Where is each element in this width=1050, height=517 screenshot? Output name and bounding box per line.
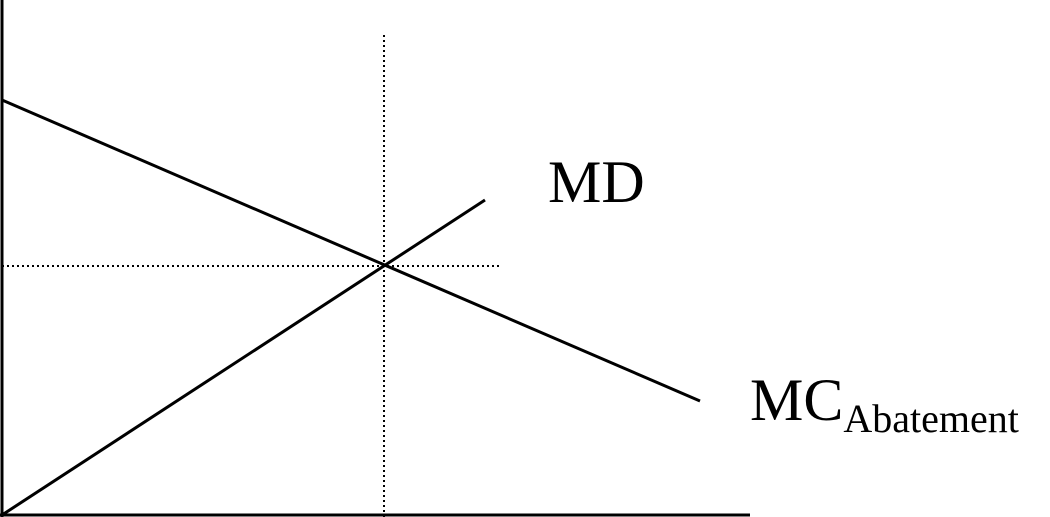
md-label: MD — [548, 149, 645, 215]
mc-abatement-curve — [1, 98, 701, 403]
mc-label-main: MC — [750, 367, 843, 433]
mc-label-subscript: Abatement — [843, 396, 1019, 441]
md-curve — [1, 198, 486, 517]
mc-abatement-label: MCAbatement — [750, 367, 1019, 441]
